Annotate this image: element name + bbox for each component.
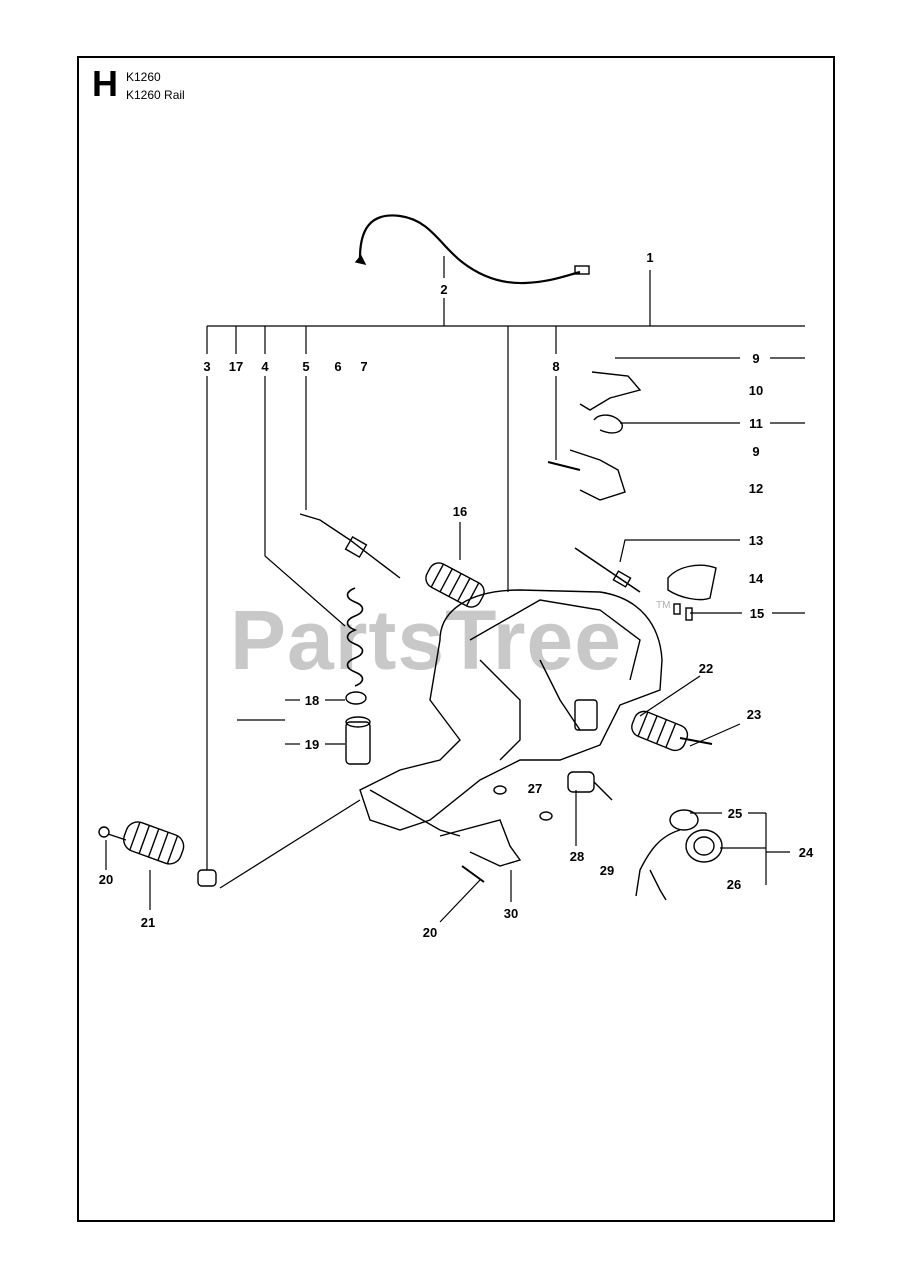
callout-21: 21 <box>141 915 155 930</box>
callout-18: 18 <box>305 693 319 708</box>
callout-9-bottom: 9 <box>752 444 759 459</box>
watermark-text: PartsTree <box>230 593 622 687</box>
callout-12: 12 <box>749 481 763 496</box>
section-letter: H <box>92 63 118 104</box>
diagram-frame <box>77 56 835 1222</box>
callout-13: 13 <box>749 533 763 548</box>
callout-5: 5 <box>302 359 309 374</box>
callout-8: 8 <box>552 359 559 374</box>
model-name-primary: K1260 <box>126 70 161 84</box>
callout-10: 10 <box>749 383 763 398</box>
callout-20-bottom: 20 <box>423 925 437 940</box>
callout-3: 3 <box>203 359 210 374</box>
leader-lines <box>105 256 805 923</box>
callout-15: 15 <box>750 606 764 621</box>
callout-19: 19 <box>305 737 319 752</box>
callout-24: 24 <box>799 845 814 860</box>
callout-28: 28 <box>570 849 584 864</box>
parts-drawing <box>98 214 723 901</box>
callout-1: 1 <box>646 250 653 265</box>
callout-14: 14 <box>749 571 764 586</box>
callout-7: 7 <box>360 359 367 374</box>
callout-labels: 1 2 3 17 4 5 6 7 8 9 10 11 9 12 16 13 14… <box>99 250 814 940</box>
callout-23: 23 <box>747 707 761 722</box>
callout-20-left: 20 <box>99 872 113 887</box>
callout-9-top: 9 <box>752 351 759 366</box>
callout-11: 11 <box>749 416 763 431</box>
callout-29: 29 <box>600 863 614 878</box>
callout-30: 30 <box>504 906 518 921</box>
callout-6: 6 <box>334 359 341 374</box>
callout-22: 22 <box>699 661 713 676</box>
callout-25: 25 <box>728 806 742 821</box>
callout-26: 26 <box>727 877 741 892</box>
callout-27: 27 <box>528 781 542 796</box>
watermark-trademark: TM <box>656 600 671 611</box>
callout-2: 2 <box>440 282 447 297</box>
callout-17: 17 <box>229 359 243 374</box>
callout-4: 4 <box>261 359 269 374</box>
callout-16: 16 <box>453 504 467 519</box>
model-name-secondary: K1260 Rail <box>126 88 185 102</box>
